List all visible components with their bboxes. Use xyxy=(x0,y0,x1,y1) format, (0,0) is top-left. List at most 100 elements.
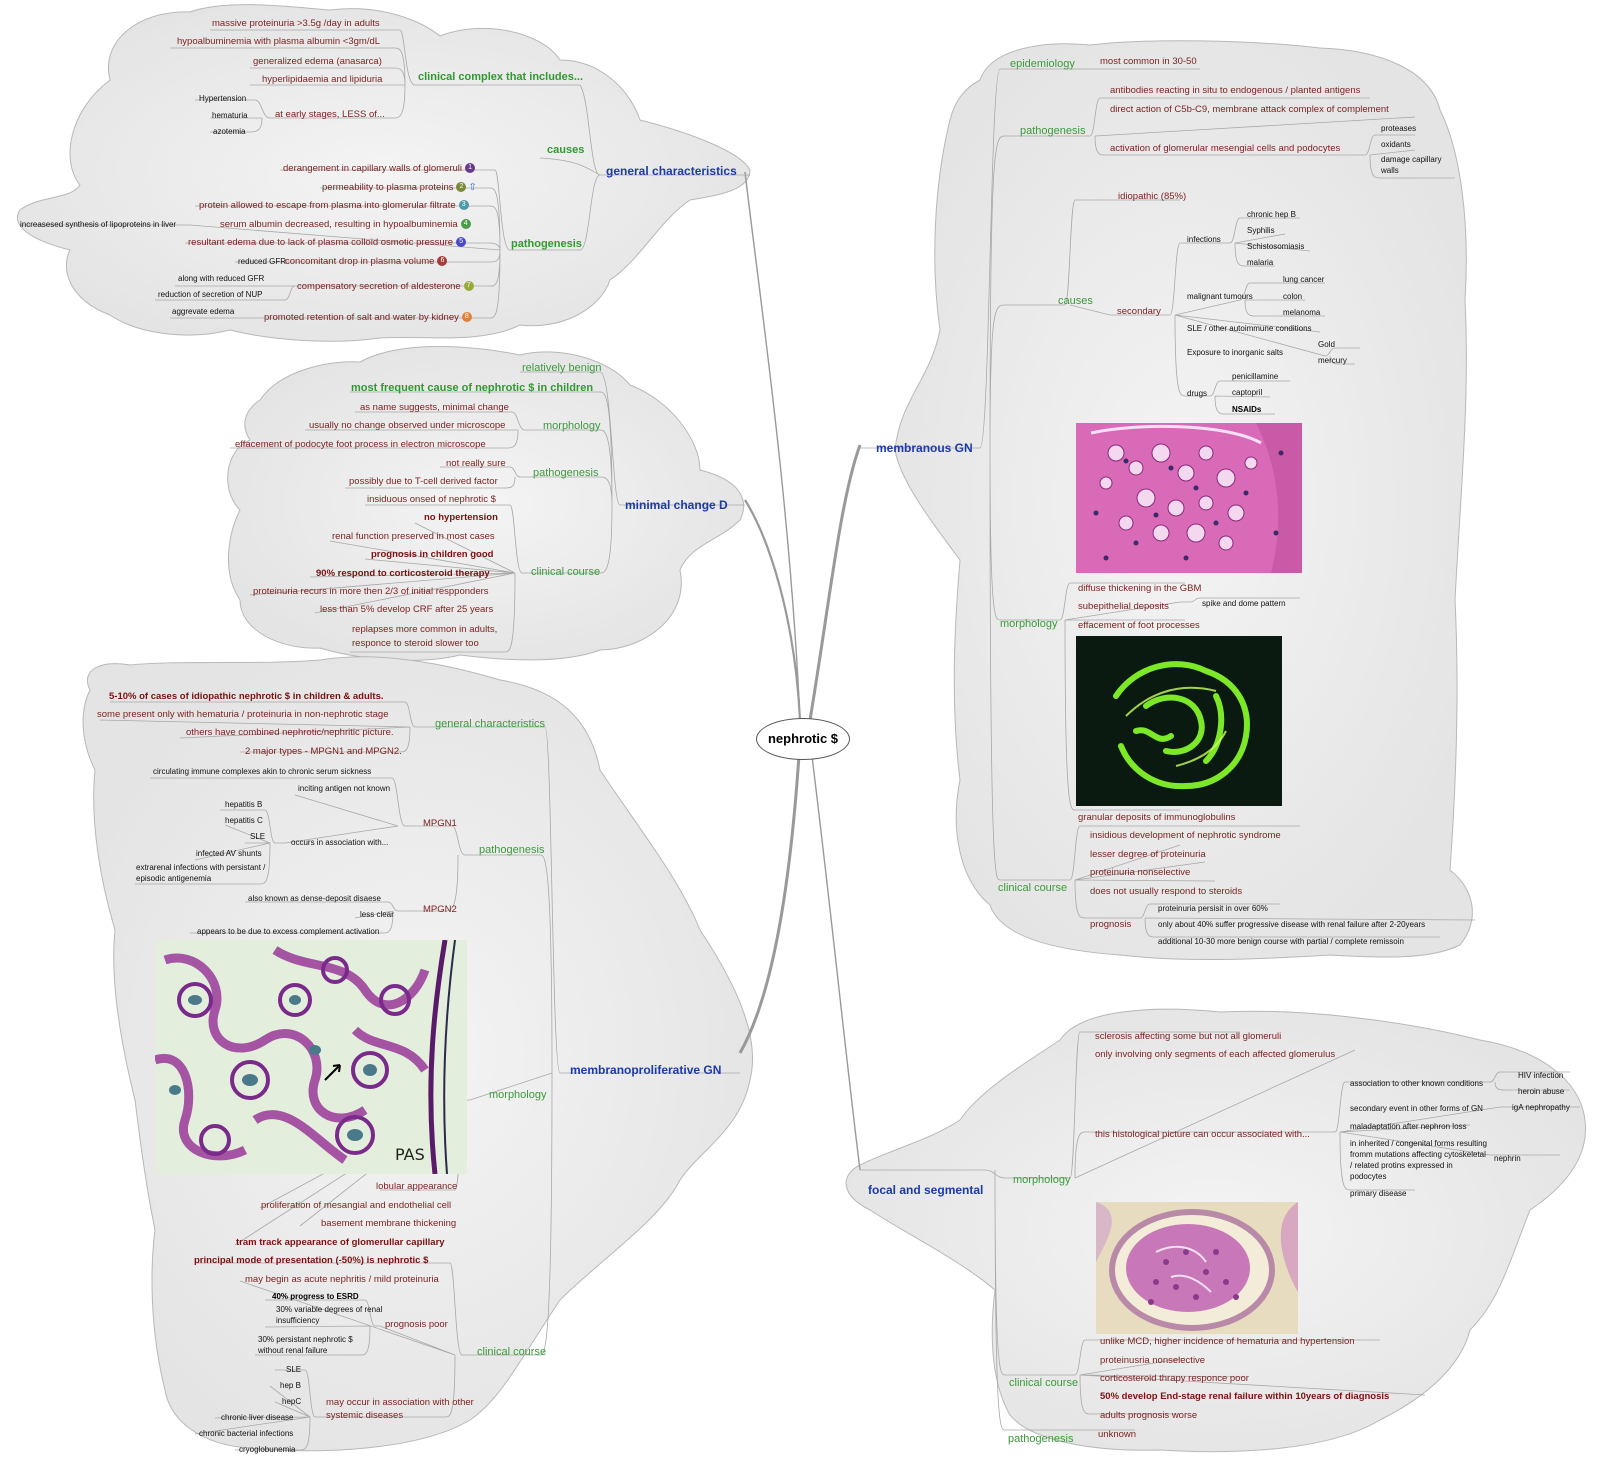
leaf-spike-dome[interactable]: spike and dome pattern xyxy=(1202,599,1286,608)
leaf-c5b-c9[interactable]: direct action of C5b-C9, membrane attack… xyxy=(1110,104,1389,115)
leaf-basement-thickening[interactable]: basement membrane thickening xyxy=(321,1218,457,1229)
leaf-oxidants[interactable]: oxidants xyxy=(1381,140,1411,149)
node-mpgn-morphology[interactable]: morphology xyxy=(489,1089,547,1101)
leaf-chronic-liver[interactable]: chronic liver disease xyxy=(221,1413,294,1422)
leaf-sys-sle[interactable]: SLE xyxy=(286,1365,302,1374)
leaf-esrd[interactable]: 40% progress to ESRD xyxy=(272,1292,359,1301)
node-infections[interactable]: infections xyxy=(1187,235,1221,244)
leaf-sle-autoimmune[interactable]: SLE / other autoimmune conditions xyxy=(1187,324,1312,333)
leaf-benign-course[interactable]: additional 10-30 more benign course with… xyxy=(1158,937,1404,946)
leaf-mercury[interactable]: mercury xyxy=(1318,356,1347,365)
leaf-nup[interactable]: reduction of secretion of NUP xyxy=(158,290,263,299)
leaf-mpgn-hematuria[interactable]: some present only with hematuria / prote… xyxy=(97,709,389,720)
node-secondary-event[interactable]: secondary event in other forms of GN xyxy=(1350,1104,1483,1113)
leaf-insidious-development[interactable]: insidious development of nephrotic syndr… xyxy=(1090,830,1281,841)
leaf-derangement[interactable]: derangement in capillary walls of glomer… xyxy=(283,162,476,176)
node-mgn-causes[interactable]: causes xyxy=(1058,295,1093,307)
leaf-segments[interactable]: only involving only segments of each aff… xyxy=(1095,1049,1336,1060)
node-mgn-prognosis[interactable]: prognosis xyxy=(1090,919,1132,930)
leaf-damage-capillary[interactable]: damage capillary walls xyxy=(1381,155,1442,175)
leaf-tram-track[interactable]: tram track appearance of glomerullar cap… xyxy=(236,1237,445,1248)
leaf-t-cell[interactable]: possibly due to T-cell derived factor xyxy=(349,476,498,487)
leaf-cryoglobunemia[interactable]: cryoglobunemia xyxy=(239,1445,296,1454)
leaf-along-reduced-gfr[interactable]: along with reduced GFR xyxy=(178,274,265,283)
leaf-generalized-edema[interactable]: generalized edema (anasarca) xyxy=(253,56,382,67)
node-histological-picture[interactable]: this histological picture can occur asso… xyxy=(1095,1129,1310,1140)
leaf-lipoproteins[interactable]: increasesed synthesis of lipoproteins in… xyxy=(20,220,177,229)
topic-membranous-gn[interactable]: membranous GN xyxy=(876,441,973,455)
leaf-hepatitis-c[interactable]: hepatitis C xyxy=(225,816,263,825)
leaf-idiopathic[interactable]: idiopathic (85%) xyxy=(1118,191,1187,202)
leaf-unlike-mcd[interactable]: unlike MCD, higher incidence of hematuri… xyxy=(1100,1336,1355,1347)
node-mpgn-clinical[interactable]: clinical course xyxy=(477,1346,547,1358)
leaf-corticosteroid-poor[interactable]: corticosteroid thrapy responce poor xyxy=(1100,1373,1249,1384)
node-prognosis-poor[interactable]: prognosis poor xyxy=(385,1319,448,1330)
leaf-effacement-foot[interactable]: effacement of foot processes xyxy=(1078,620,1200,631)
leaf-acute-nephritis[interactable]: may begin as acute nephritis / mild prot… xyxy=(245,1274,439,1285)
leaf-maladaptation[interactable]: maladaptation after nephron loss xyxy=(1350,1122,1467,1131)
leaf-massive-proteinuria[interactable]: massive proteinuria >3.5g /day in adults xyxy=(212,18,380,29)
topic-membranoproliferative[interactable]: membranoproliferative GN xyxy=(570,1063,722,1077)
node-mpgn-pathogenesis[interactable]: pathogenesis xyxy=(479,844,545,856)
leaf-aggrevate-edema[interactable]: aggrevate edema xyxy=(172,307,235,316)
leaf-unknown[interactable]: unknown xyxy=(1098,1429,1137,1440)
node-fsgs-clinical[interactable]: clinical course xyxy=(1009,1377,1079,1389)
leaf-relapses[interactable]: replapses more common in adults, responc… xyxy=(352,624,498,649)
leaf-effacement-podocyte[interactable]: effacement of podocyte foot process in e… xyxy=(235,439,486,450)
leaf-hepatitis-b[interactable]: hepatitis B xyxy=(225,800,263,809)
leaf-hiv[interactable]: HIV infection xyxy=(1518,1071,1564,1080)
leaf-hyperlipidaemia[interactable]: hyperlipidaemia and lipiduria xyxy=(262,74,383,85)
node-inorganic-salts[interactable]: Exposure to inorganic salts xyxy=(1187,348,1284,357)
node-most-frequent[interactable]: most frequent cause of nephrotic $ in ch… xyxy=(351,382,594,394)
node-early-stages[interactable]: at early stages, LESS of... xyxy=(275,109,385,120)
topic-general-characteristics[interactable]: general characteristics xyxy=(606,164,737,178)
topic-minimal-change[interactable]: minimal change D xyxy=(625,498,728,512)
leaf-resultant-edema[interactable]: resultant edema due to lack of plasma co… xyxy=(188,236,467,250)
leaf-sys-hep-b[interactable]: hep B xyxy=(280,1381,301,1390)
leaf-dense-deposit[interactable]: also known as dense-deposit disaese xyxy=(248,894,381,903)
leaf-minimal-change[interactable]: as name suggests, minimal change xyxy=(360,402,509,413)
leaf-schistosomiasis[interactable]: Schistosomiasis xyxy=(1247,242,1305,251)
node-mpgn-general[interactable]: general characteristics xyxy=(435,718,546,730)
leaf-melanoma[interactable]: melanoma xyxy=(1283,308,1321,317)
leaf-mesengial-activation[interactable]: activation of glomerular mesengial cells… xyxy=(1110,143,1341,154)
topic-focal-segmental[interactable]: focal and segmental xyxy=(868,1183,984,1197)
node-mpgn1[interactable]: MPGN1 xyxy=(423,818,457,829)
node-systemic-diseases[interactable]: may occur in association with other syst… xyxy=(326,1397,474,1421)
leaf-not-sure[interactable]: not really sure xyxy=(446,458,506,469)
leaf-recurs[interactable]: proteinuria recurs in more then 2/3 of i… xyxy=(253,586,489,597)
leaf-mpgn-combined[interactable]: others have combined nephrotic/nephritic… xyxy=(186,727,394,738)
leaf-gold[interactable]: Gold xyxy=(1318,340,1335,349)
leaf-prognosis-good[interactable]: prognosis in children good xyxy=(371,549,494,560)
node-pathogenesis[interactable]: pathogenesis xyxy=(511,238,582,250)
leaf-salt-retention[interactable]: promoted retention of salt and water by … xyxy=(264,311,472,325)
leaf-mpgn-types[interactable]: 2 major types - MPGN1 and MPGN2. xyxy=(245,746,402,757)
leaf-persist-60[interactable]: proteinuria persisit in over 60% xyxy=(1158,904,1268,913)
leaf-insiduous-onset[interactable]: insiduous onsed of nephrotic $ xyxy=(367,494,496,505)
node-fsgs-morphology[interactable]: morphology xyxy=(1013,1174,1071,1186)
node-mcd-morphology[interactable]: morphology xyxy=(543,420,601,432)
leaf-crf[interactable]: less than 5% develop CRF after 25 years xyxy=(320,604,494,615)
leaf-granular-deposits[interactable]: granular deposits of immunoglobulins xyxy=(1078,812,1236,823)
leaf-primary-disease[interactable]: primary disease xyxy=(1350,1189,1407,1198)
leaf-inciting-antigen[interactable]: inciting antigen not known xyxy=(298,784,391,793)
node-secondary[interactable]: secondary xyxy=(1117,306,1161,317)
node-occurs-association[interactable]: occurs in association with... xyxy=(291,838,389,847)
node-inherited-forms[interactable]: in inherited / congenital forms resultin… xyxy=(1350,1139,1487,1181)
leaf-circulating-complexes[interactable]: circulating immune complexes akin to chr… xyxy=(153,767,372,776)
leaf-sclerosis[interactable]: sclerosis affecting some but not all glo… xyxy=(1095,1031,1282,1042)
leaf-sle-mpgn[interactable]: SLE xyxy=(250,832,266,841)
node-mcd-clinical[interactable]: clinical course xyxy=(531,566,601,578)
node-mcd-pathogenesis[interactable]: pathogenesis xyxy=(533,467,599,479)
leaf-proteases[interactable]: proteases xyxy=(1381,124,1417,133)
leaf-most-common[interactable]: most common in 30-50 xyxy=(1100,56,1197,67)
node-mgn-clinical[interactable]: clinical course xyxy=(998,882,1068,894)
leaf-heroin[interactable]: heroin abuse xyxy=(1518,1087,1565,1096)
leaf-complement-activation[interactable]: appears to be due to excess complement a… xyxy=(197,927,380,936)
leaf-mpgn-5-10[interactable]: 5-10% of cases of idiopathic nephrotic $… xyxy=(109,691,384,702)
leaf-lung-cancer[interactable]: lung cancer xyxy=(1283,275,1325,284)
leaf-hypertension[interactable]: Hypertension xyxy=(199,94,247,103)
